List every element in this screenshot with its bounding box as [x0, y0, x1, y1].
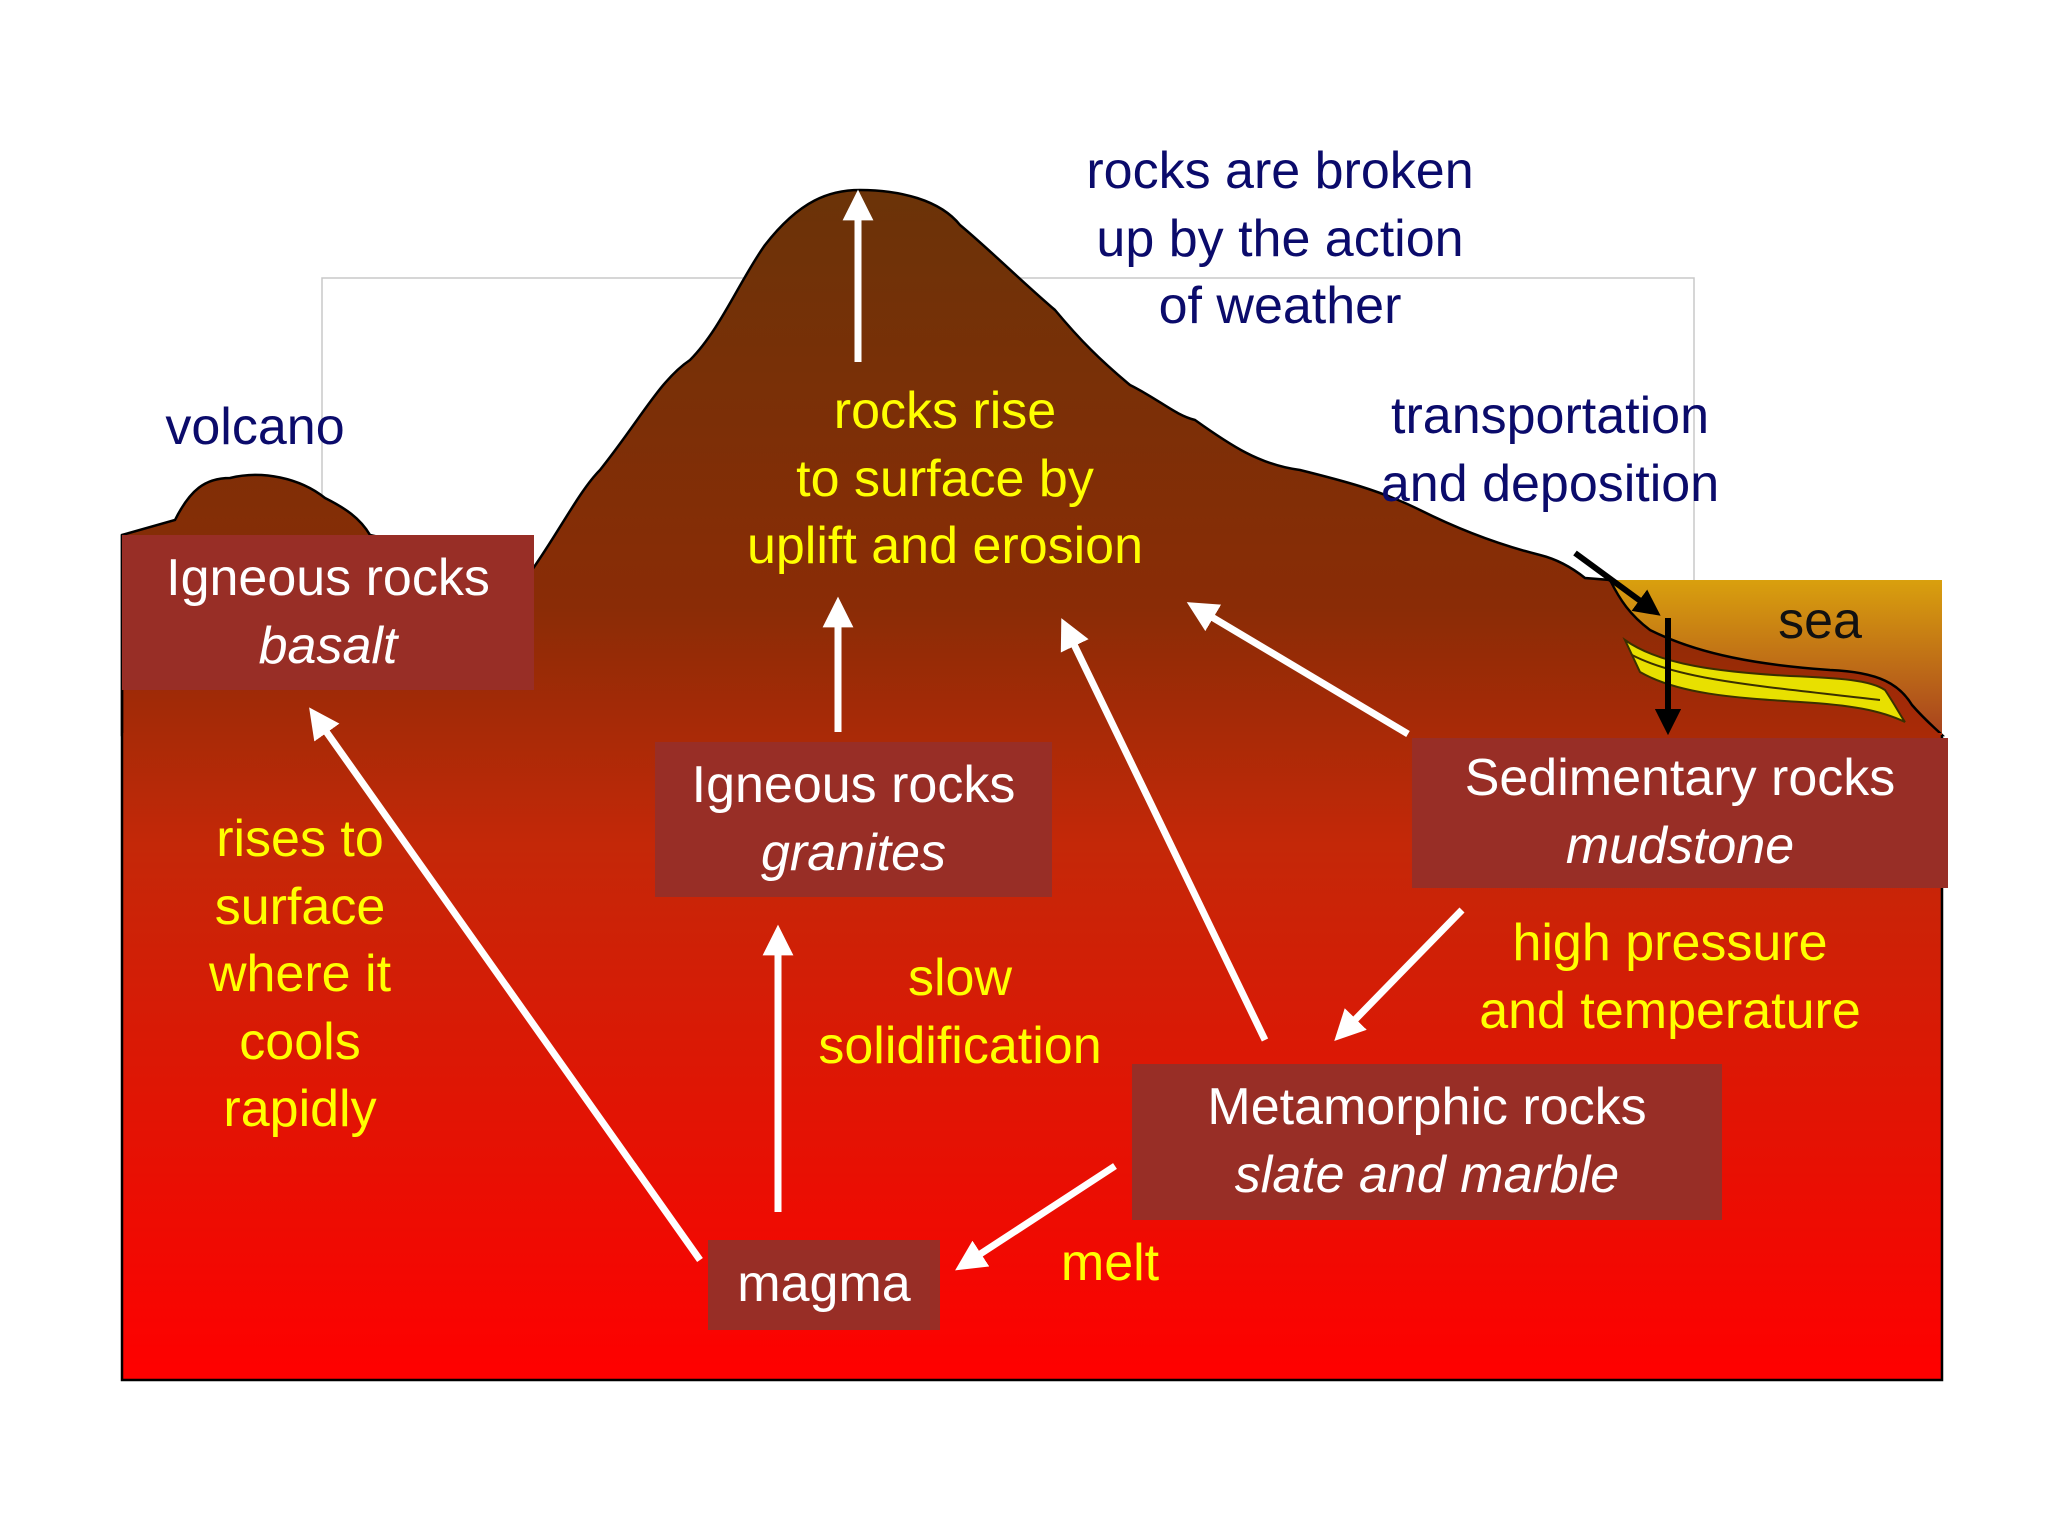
sediment-line	[1631, 654, 1881, 701]
pressure-line: high pressure	[1512, 914, 1828, 972]
arrow-metamorphic-to-uplift	[1060, 618, 1269, 1042]
uplift-line: to surface by	[796, 449, 1094, 508]
weathering-line: of weather	[1158, 277, 1402, 336]
rises-line: surface	[214, 877, 386, 936]
landscape-ground	[120, 188, 1946, 737]
slow-label: slow solidification	[800, 945, 1120, 1080]
weathering-line: up by the action	[1096, 209, 1464, 268]
sediment-layer	[1622, 636, 1906, 723]
transport-line: transportation	[1391, 387, 1709, 445]
box-title: Metamorphic rocks	[1207, 1078, 1647, 1137]
uplift-line: uplift and erosion	[746, 517, 1144, 576]
igneous-basalt-box: Igneous rocks basalt	[122, 535, 534, 690]
arrow-sedimentary-to-metamorphic	[1334, 907, 1465, 1042]
arrow-sedimentary-to-uplift	[1186, 602, 1410, 738]
box-title: Sedimentary rocks	[1464, 749, 1896, 808]
slow-line: solidification	[818, 1016, 1102, 1075]
uplift-line: rocks rise	[833, 382, 1057, 440]
transport-line: and deposition	[1380, 454, 1720, 513]
box-title: Igneous rocks	[691, 755, 1016, 814]
rises-line: rises to	[216, 810, 384, 868]
melt-label: melt	[1060, 1234, 1160, 1292]
rises-line: cools	[239, 1012, 361, 1071]
arrow-metamorphic-to-magma	[955, 1163, 1117, 1271]
box-subtitle: mudstone	[1565, 817, 1795, 875]
arrow-deposition-diagonal	[1573, 550, 1661, 616]
metamorphic-box: Metamorphic rocks slate and marble	[1132, 1064, 1722, 1220]
transport-label: transportation and deposition	[1330, 383, 1770, 518]
rises-label: rises to surface where it cools rapidly	[180, 806, 420, 1144]
box-subtitle: basalt	[258, 616, 398, 675]
box-title: Igneous rocks	[166, 548, 490, 607]
box-title: magma	[737, 1255, 911, 1314]
igneous-granite-box: Igneous rocks granites	[655, 742, 1052, 897]
rises-line: where it	[208, 945, 392, 1004]
sea-label: sea	[1778, 592, 1862, 650]
box-subtitle: granites	[761, 823, 946, 882]
slow-line: slow	[907, 949, 1013, 1007]
ground-outline	[120, 535, 1944, 1382]
rises-line: rapidly	[223, 1080, 377, 1139]
magma-box: magma	[708, 1240, 940, 1330]
pressure-line: and temperature	[1479, 981, 1861, 1040]
weathering-line: rocks are broken	[1086, 142, 1474, 200]
pressure-label: high pressure and temperature	[1450, 910, 1890, 1045]
weathering-label: rocks are broken up by the action of wea…	[1040, 138, 1520, 341]
box-subtitle: slate and marble	[1234, 1146, 1620, 1204]
arrow-magma-to-basalt	[309, 707, 703, 1263]
uplift-label: rocks rise to surface by uplift and eros…	[700, 378, 1190, 581]
sedimentary-box: Sedimentary rocks mudstone	[1412, 738, 1948, 888]
volcano-label: volcano	[165, 398, 345, 456]
